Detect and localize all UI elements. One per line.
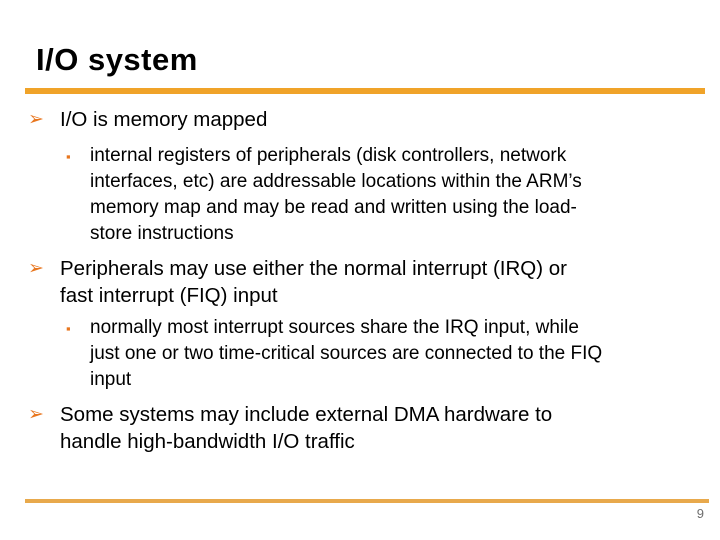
bullet-text: Some systems may include external DMA ha…	[60, 402, 553, 454]
arrow-bullet-icon: ➢	[28, 109, 44, 130]
bullet-item: ➢ Some systems may include external DMA …	[0, 401, 720, 456]
arrow-bullet-icon: ➢	[28, 257, 44, 279]
title-underline-rule	[25, 88, 705, 94]
slide-body: ➢ I/O is memory mapped ▪ internal regist…	[0, 100, 720, 456]
arrow-bullet-icon: ➢	[28, 403, 44, 425]
bullet-text: I/O is memory mapped	[60, 108, 268, 131]
footer-rule	[25, 499, 709, 503]
bullet-item: ➢ Peripherals may use either the normal …	[0, 255, 720, 310]
bullet-item: ➢ I/O is memory mapped	[0, 106, 720, 134]
sub-bullet-text: normally most interrupt sources share th…	[90, 316, 603, 390]
sub-bullet-text: internal registers of peripherals (disk …	[90, 144, 582, 244]
square-bullet-icon: ▪	[66, 148, 71, 164]
page-number: 9	[696, 506, 704, 521]
sub-bullet-item: ▪ internal registers of peripherals (dis…	[0, 143, 720, 247]
square-bullet-icon: ▪	[66, 320, 71, 336]
slide-title: I/O system	[36, 42, 198, 77]
sub-bullet-item: ▪ normally most interrupt sources share …	[0, 315, 720, 393]
bullet-text: Peripherals may use either the normal in…	[60, 256, 568, 308]
